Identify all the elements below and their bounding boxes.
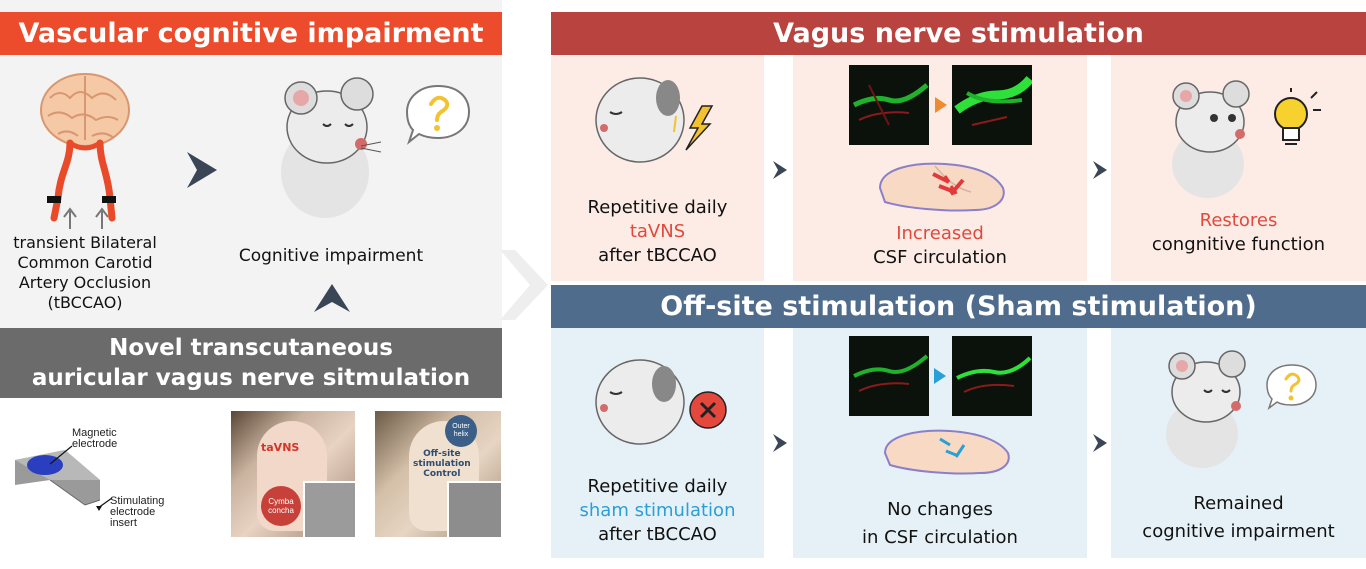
vns-banner: Vagus nerve stimulation xyxy=(551,12,1366,55)
impaired-mouse-icon xyxy=(1166,350,1246,468)
chevron-up-icon xyxy=(314,284,350,312)
tavns-label: taVNS xyxy=(261,441,300,454)
sham-mouse-icon xyxy=(595,359,727,445)
chevron-right-icon xyxy=(1093,161,1107,179)
electrode-pointer-lines xyxy=(50,445,113,511)
vns-col3-text: Restores congnitive function xyxy=(1151,210,1326,255)
big-arrow-icon xyxy=(500,250,548,320)
ear-photo-tavns: taVNS Cymba concha xyxy=(231,411,355,537)
sham-micrograph-before xyxy=(849,336,929,416)
offsite-label: Off-site stimulation Control xyxy=(413,449,471,479)
chevron-right-icon xyxy=(773,434,787,452)
vns-col1-text: Repetitive daily taVNS after tBCCAO xyxy=(587,197,728,266)
vci-banner-title: Vascular cognitive impairment xyxy=(18,18,484,49)
novel-banner: Novel transcutaneous auricular vagus ner… xyxy=(0,328,502,398)
outer-helix-marker: Outer helix xyxy=(445,415,477,447)
sham-banner-title: Off-site stimulation (Sham stimulation) xyxy=(660,291,1257,322)
brain-csf-nochange-icon xyxy=(883,429,1010,475)
stimulated-mouse-icon xyxy=(595,77,714,163)
electrode-device-icon xyxy=(15,450,101,506)
question-bubble-icon xyxy=(1266,364,1317,411)
sham-micrograph-after xyxy=(952,336,1032,416)
impairment-label: Cognitive impairment xyxy=(238,246,424,266)
occlusion-label: transient Bilateral Common Carotid Arter… xyxy=(13,233,157,312)
blue-triangle-icon xyxy=(934,368,946,384)
vns-banner-title: Vagus nerve stimulation xyxy=(773,18,1144,49)
cymba-concha-marker: Cymba concha xyxy=(261,486,301,526)
confused-mouse-icon xyxy=(281,77,382,218)
lightbulb-icon xyxy=(1274,88,1321,145)
question-bubble-icon xyxy=(405,84,471,145)
chevron-right-icon xyxy=(187,152,217,188)
sham-banner: Off-site stimulation (Sham stimulation) xyxy=(551,285,1366,328)
sham-col1-text: Repetitive daily sham stimulation after … xyxy=(579,476,736,545)
clamp-arrows-icon xyxy=(63,207,109,229)
orange-triangle-icon xyxy=(935,97,947,113)
brain-csf-increase-icon xyxy=(878,162,1005,212)
sham-col2-text: No changes in CSF circulation xyxy=(862,499,1018,548)
brain-icon xyxy=(40,73,130,222)
ear-photo-offsite: Outer helix Off-site stimulation Control xyxy=(375,411,501,537)
recovered-mouse-icon xyxy=(1172,80,1250,198)
vci-banner: Vascular cognitive impairment xyxy=(0,12,502,55)
stimulating-electrode-label: Stimulating electrode insert xyxy=(110,495,165,529)
chevron-right-icon xyxy=(1093,434,1107,452)
csf-micrograph-before xyxy=(849,65,929,145)
vns-col2-text: Increased CSF circulation xyxy=(873,223,1007,268)
csf-micrograph-after xyxy=(952,65,1032,145)
sham-col3-text: Remained cognitive impairment xyxy=(1142,493,1335,542)
magnetic-electrode-label: Magnetic electrode xyxy=(72,427,118,450)
chevron-right-icon xyxy=(773,161,787,179)
